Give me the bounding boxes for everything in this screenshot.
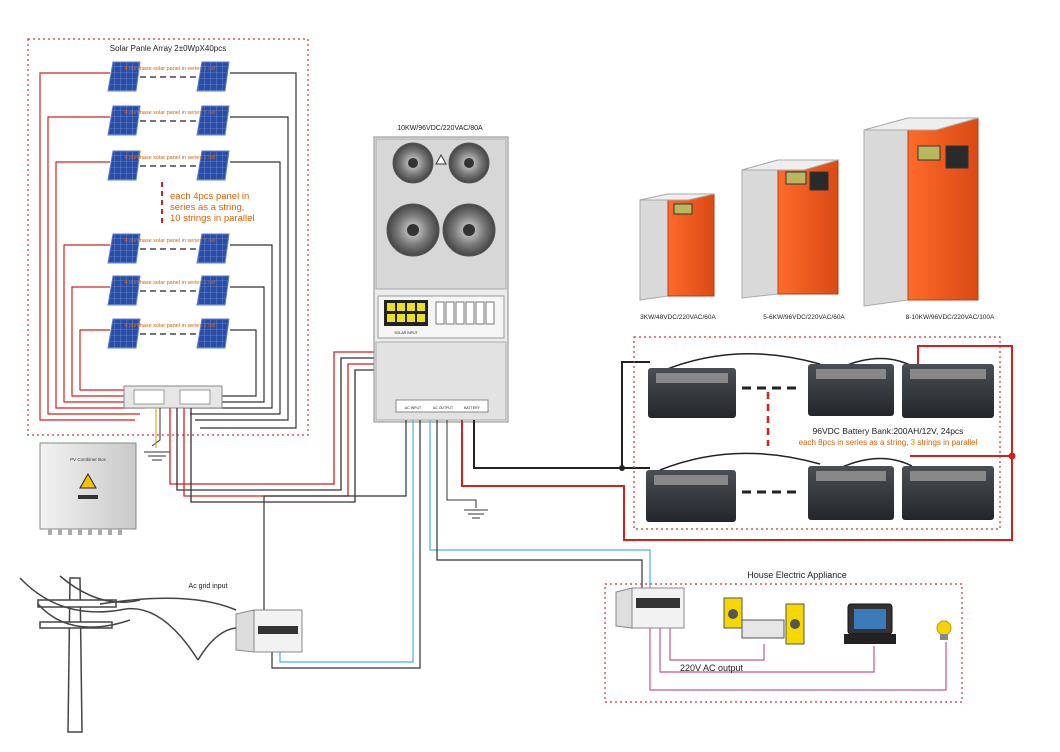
fan-icon [442, 203, 496, 257]
solar-panel [107, 275, 141, 306]
utility-pole [19, 575, 237, 733]
solar-panel [196, 275, 230, 306]
ground-symbol [144, 408, 170, 461]
row-label: 4 purchase solar panel in series 1 set [124, 155, 216, 161]
panel-row: 4 purchase solar panel in series 1 set [107, 105, 230, 136]
warning-icon [435, 153, 447, 165]
panel-row: 4 purchase solar panel in series 1 set [107, 150, 230, 181]
fan-icon [386, 203, 440, 257]
row-label: 4 purchase solar panel in series 1 set [124, 238, 216, 244]
row-label: 4 purchase solar panel in series 1 set [124, 66, 216, 72]
row-label: 4 purchase solar panel in series 1 set [124, 323, 216, 329]
battery-bank-title: 96VDC Battery Bank:200AH/12V, 24pcs [813, 426, 964, 436]
panel-row: 4 purchase solar panel in series 1 set [107, 275, 230, 306]
ac-input-label: AC INPUT [405, 406, 422, 410]
battery-row-bottom [659, 452, 913, 494]
lightbulb-icon [936, 620, 952, 640]
solar-panel [107, 318, 141, 349]
fan-icon [448, 142, 490, 184]
product-inverter-10kw: 8-10KW/96VDC/220VAC/100A [863, 117, 995, 321]
ac-output-text: 220V AC output [680, 663, 744, 673]
tv-icon [844, 603, 896, 644]
solar-panel [107, 61, 141, 92]
combiner-label: PV Combiner Box [70, 457, 107, 462]
solar-panel [107, 233, 141, 264]
grid-breaker-box [235, 609, 303, 653]
ac-wiring [263, 420, 651, 669]
ground-symbol [446, 420, 488, 519]
product-inverter-6kw: 5-6KW/96VDC/220VAC/60A [741, 159, 845, 321]
house-frame [604, 583, 963, 703]
battery-bank-note: each 8pcs in series as a string, 3 strin… [799, 438, 978, 447]
house-distribution-box [615, 587, 685, 629]
row-label: 4 purchase solar panel in series 1 set [124, 110, 216, 116]
row-label: 4 purchase solar panel in series 1 set [124, 280, 216, 286]
battery [646, 470, 736, 522]
battery-bank-frame [633, 336, 1001, 530]
solar-panel [107, 150, 141, 181]
wire-junction [1008, 452, 1016, 460]
pv-combiner-box: PV Combiner Box [39, 442, 137, 535]
appliance-wiring [649, 628, 947, 691]
panel-row: 4 purchase solar panel in series 1 set [107, 233, 230, 264]
panel-row: 4 purchase solar panel in series 1 set [107, 318, 230, 349]
product-inverter-3kw: 3KW/48VDC/220VAC/60A [639, 193, 717, 321]
product-label: 5-6KW/96VDC/220VAC/60A [763, 314, 845, 321]
battery [808, 364, 894, 416]
battery [902, 364, 994, 418]
main-inverter: 10KW/96VDC/220VAC/80A SOLAR INPUT AC INP… [373, 125, 509, 423]
solar-panel [196, 150, 230, 181]
solar-panel [196, 61, 230, 92]
solar-panel [196, 105, 230, 136]
battery-label: BATTERY [464, 406, 480, 410]
battery [808, 466, 894, 520]
warning-icon [79, 472, 97, 489]
solar-panel [196, 233, 230, 264]
product-label: 3KW/48VDC/220VAC/60A [640, 314, 716, 321]
battery [902, 466, 994, 520]
solar-panel [107, 105, 141, 136]
array-note: each 4pcs panel in series as a string, 1… [170, 191, 255, 224]
ac-output-label: AC OUTPUT [433, 406, 454, 410]
pv-input-label: SOLAR INPUT [394, 331, 418, 335]
solar-panel [196, 318, 230, 349]
stereo-icon [723, 597, 805, 645]
battery [648, 368, 736, 418]
grid-label: Ac grid input [189, 583, 228, 590]
main-inverter-title: 10KW/96VDC/220VAC/80A [397, 125, 483, 132]
array-wiring [39, 72, 297, 429]
fan-icon [392, 142, 434, 184]
combiner-terminal-strip [123, 385, 223, 409]
wire-junction [619, 465, 625, 471]
solar-array-frame [27, 38, 309, 436]
house-title: House Electric Appliance [747, 570, 847, 580]
product-label: 8-10KW/96VDC/220VAC/100A [906, 314, 995, 321]
solar-array-title: Solar Panle Array 2±0WpX40pcs [110, 44, 226, 53]
panel-row: 4 purchase solar panel in series 1 set [107, 61, 230, 92]
